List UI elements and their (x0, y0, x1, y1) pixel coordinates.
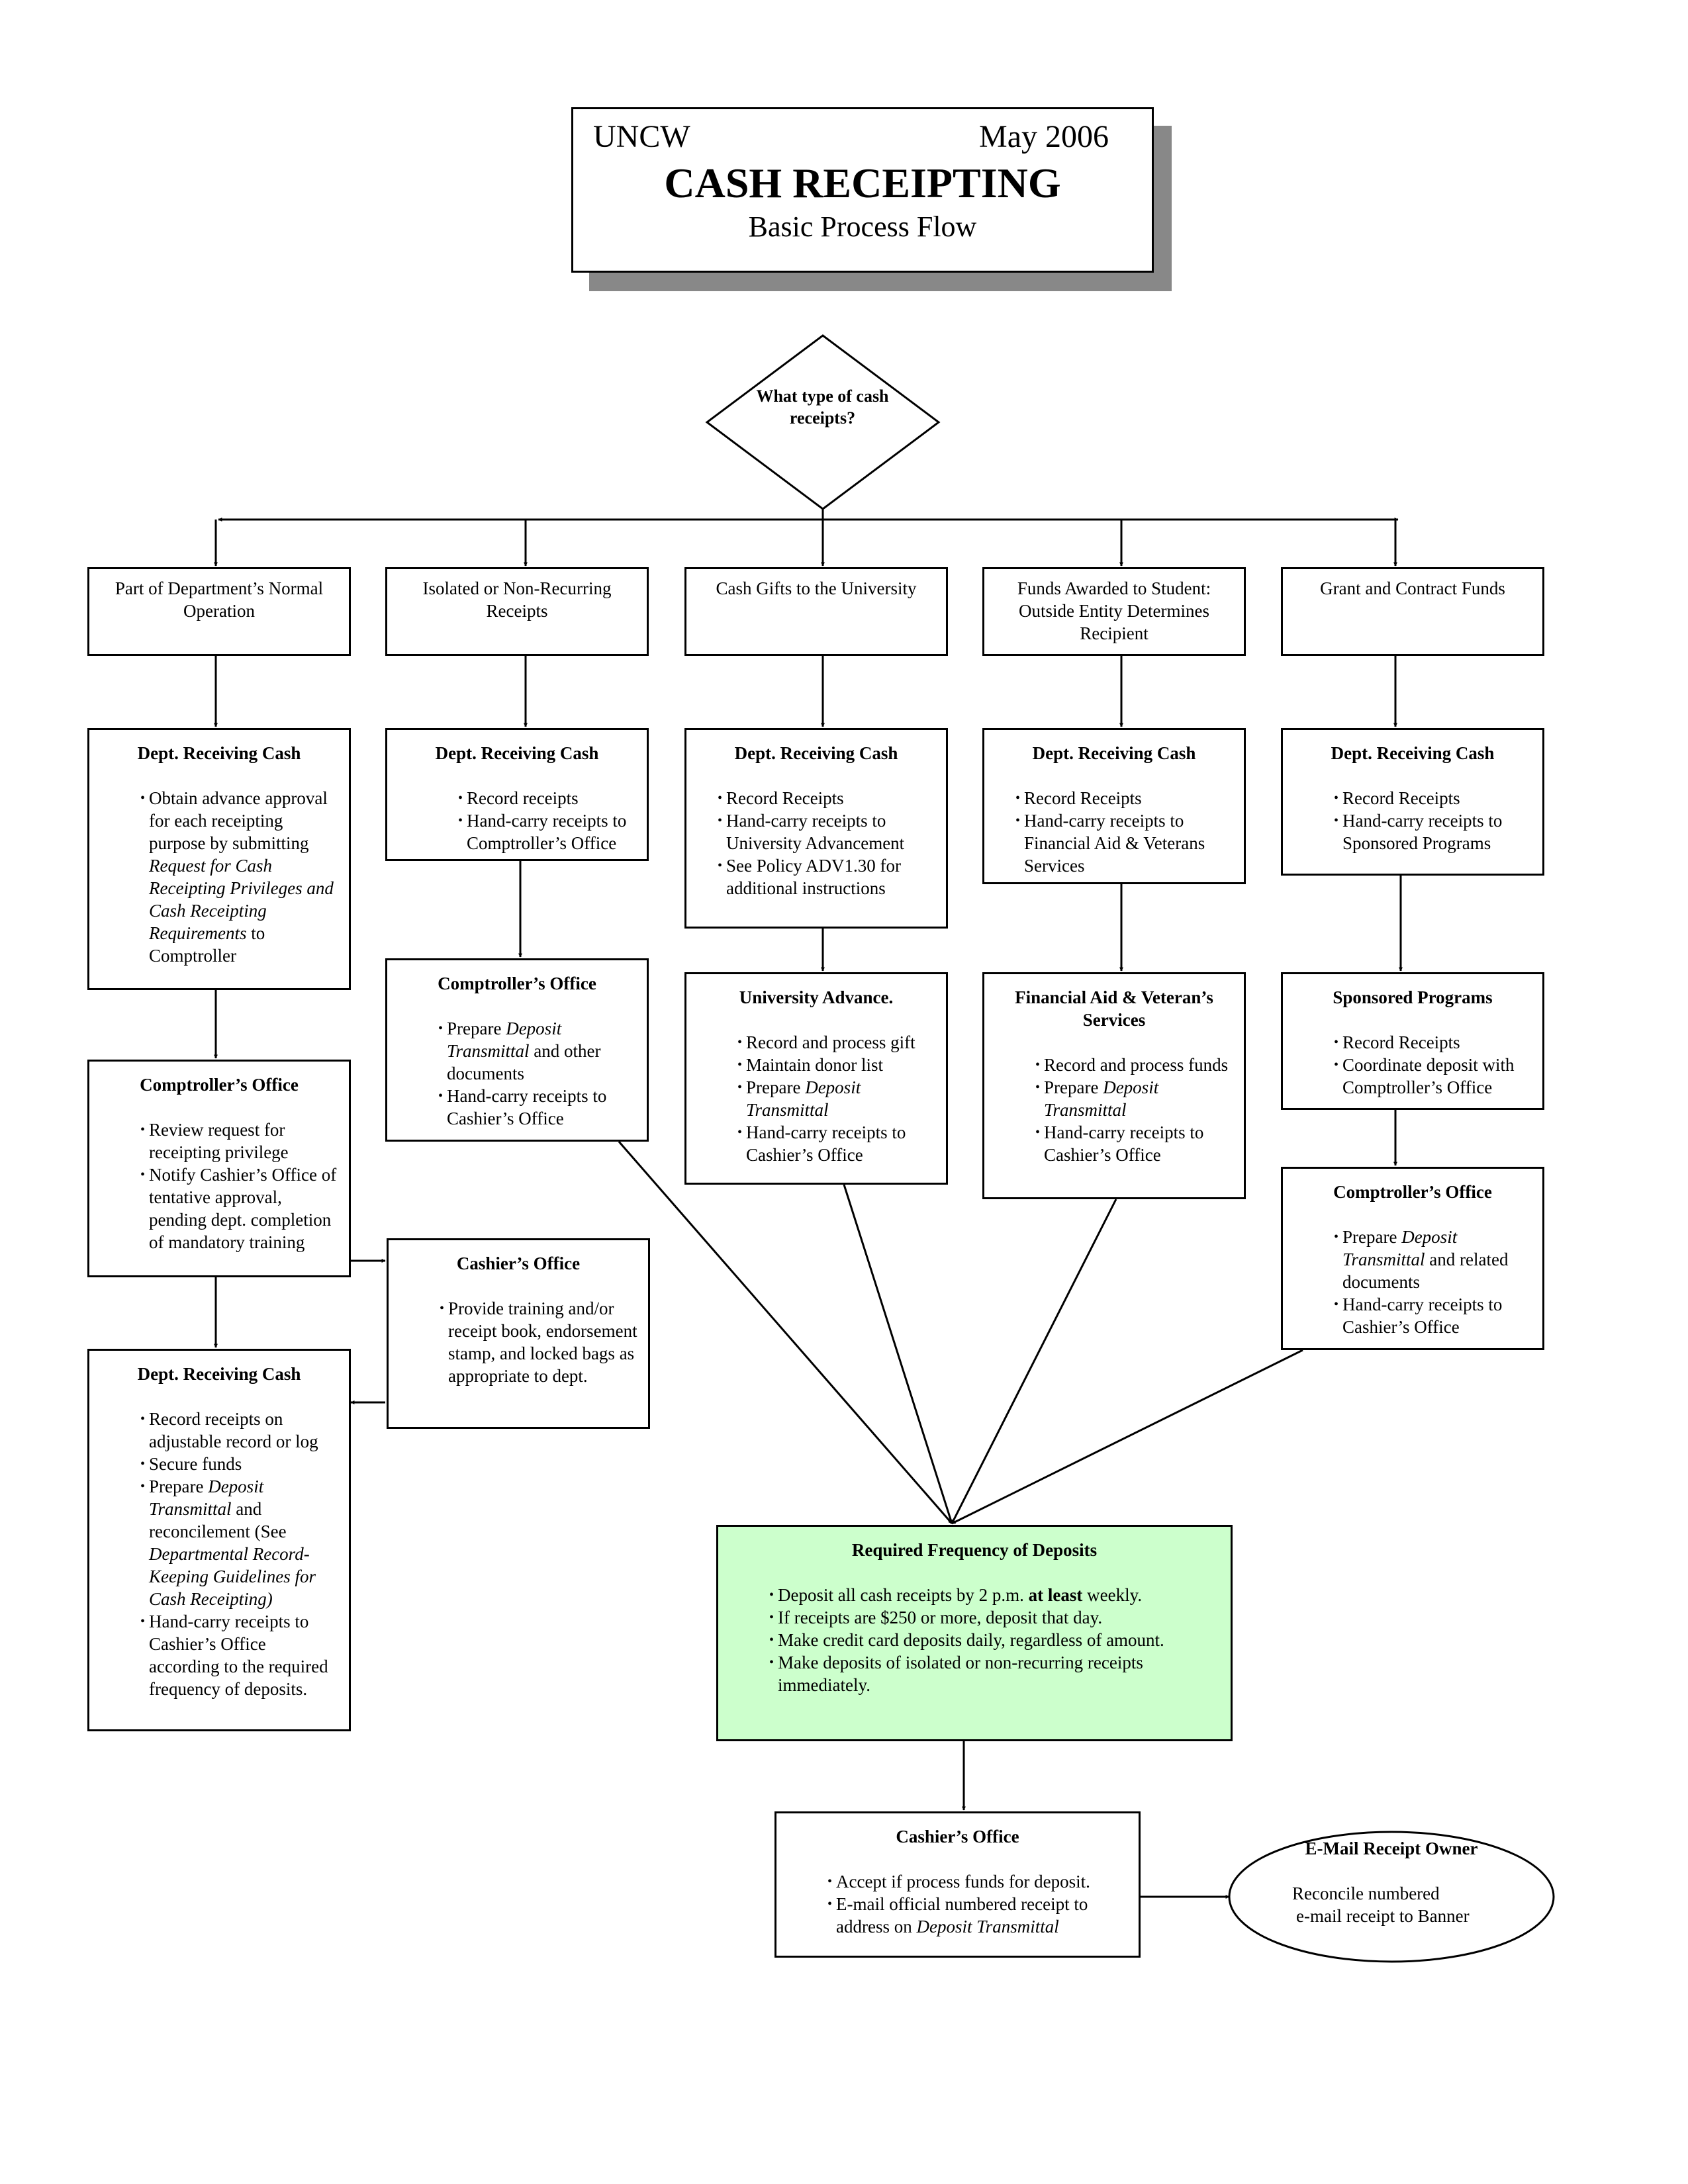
list-item: Deposit all cash receipts by 2 p.m. at l… (769, 1584, 1221, 1606)
col4-dept-receiving-cash-box: Dept. Receiving Cash Record Receipts Han… (982, 728, 1246, 884)
list-item: Record Receipts (1334, 1031, 1533, 1054)
list-item: Hand-carry receipts to Cashier’s Office (737, 1121, 937, 1166)
list-item: Maintain donor list (737, 1054, 937, 1076)
list-item: Coordinate deposit with Comptroller’s Of… (1334, 1054, 1533, 1099)
cashier-office-final-box: Cashier’s Office Accept if process funds… (774, 1811, 1141, 1958)
list-item: If receipts are $250 or more, deposit th… (769, 1606, 1221, 1629)
col3-university-advance-box: University Advance. Record and process g… (684, 972, 948, 1185)
col5-dept-receiving-cash-box: Dept. Receiving Cash Record Receipts Han… (1281, 728, 1544, 876)
col5-comptroller-office-box: Comptroller’s Office Prepare Deposit Tra… (1281, 1167, 1544, 1350)
box-title: Cashier’s Office (896, 1827, 1019, 1846)
box-title: University Advance. (739, 987, 894, 1007)
col2-comptroller-office-box: Comptroller’s Office Prepare Deposit Tra… (385, 958, 649, 1142)
list-item: Record Receipts (718, 787, 937, 809)
box-title: Comptroller’s Office (140, 1075, 299, 1095)
email-ellipse (1228, 1831, 1555, 1963)
list-item: Hand-carry receipts to Sponsored Program… (1334, 809, 1533, 854)
box-title: Cashier’s Office (456, 1253, 581, 1273)
col1-dept-receiving-cash-box: Dept. Receiving Cash Obtain advance appr… (87, 728, 351, 990)
col2-comp-to-freq-arrow (618, 1141, 953, 1524)
list-item: Prepare Deposit Transmittal and other do… (438, 1017, 637, 1085)
list-item: Record Receipts (1015, 787, 1235, 809)
list-item: Notify Cashier’s Office of tentative app… (140, 1163, 340, 1253)
list-item: Hand-carry receipts to Cashier’s Office (1334, 1293, 1533, 1338)
list-item: Hand-carry receipts to Financial Aid & V… (1015, 809, 1235, 877)
category-funds-awarded-to-student: Funds Awarded to Student: Outside Entity… (982, 567, 1246, 656)
category-label: Grant and Contract Funds (1320, 578, 1505, 598)
col4-financial-aid-box: Financial Aid & Veteran’s Services Recor… (982, 972, 1246, 1199)
list-item: See Policy ADV1.30 for additional instru… (718, 854, 937, 899)
cashier-office-training-box: Cashier’s Office Provide training and/or… (387, 1238, 650, 1429)
list-item: Make credit card deposits daily, regardl… (769, 1629, 1221, 1651)
col5-sponsored-programs-box: Sponsored Programs Record Receipts Coord… (1281, 972, 1544, 1110)
box-title: Sponsored Programs (1333, 987, 1493, 1007)
category-isolated-non-recurring: Isolated or Non-Recurring Receipts (385, 567, 649, 656)
box-title: Financial Aid & Veteran’s Services (1015, 987, 1213, 1030)
list-item: Record Receipts (1334, 787, 1533, 809)
list-item: Provide training and/or receipt book, en… (440, 1297, 639, 1387)
list-item: Record and process gift (737, 1031, 937, 1054)
box-title: Comptroller’s Office (438, 974, 596, 993)
category-dept-normal-operation: Part of Department’s Normal Operation (87, 567, 351, 656)
list-item: Hand-carry receipts to University Advanc… (718, 809, 937, 854)
box-title: Required Frequency of Deposits (851, 1540, 1098, 1560)
list-item: E-mail official numbered receipt to addr… (827, 1893, 1129, 1938)
list-item: Prepare Deposit Transmittal (1035, 1076, 1235, 1121)
col3-dept-receiving-cash-box: Dept. Receiving Cash Record Receipts Han… (684, 728, 948, 929)
col2-dept-receiving-cash-box: Dept. Receiving Cash Record receipts Han… (385, 728, 649, 861)
list-item: Record receipts (458, 787, 637, 809)
col1-dept-receiving-cash-box-2: Dept. Receiving Cash Record receipts on … (87, 1349, 351, 1731)
list-item: Hand-carry receipts to Comptroller’s Off… (458, 809, 637, 854)
page-subtitle: Basic Process Flow (748, 210, 977, 243)
category-label: Part of Department’s Normal Operation (115, 578, 324, 621)
list-item: Prepare Deposit Transmittal and related … (1334, 1226, 1533, 1293)
list-item: Hand-carry receipts to Cashier’s Office (1035, 1121, 1235, 1166)
list-item: Hand-carry receipts to Cashier’s Office … (140, 1610, 340, 1700)
box-title: Dept. Receiving Cash (137, 1364, 301, 1384)
document-date: May 2006 (979, 119, 1109, 154)
box-title: Dept. Receiving Cash (734, 743, 898, 763)
category-grant-contract-funds: Grant and Contract Funds (1281, 567, 1544, 656)
box-title: Dept. Receiving Cash (137, 743, 301, 763)
category-label: Isolated or Non-Recurring Receipts (422, 578, 612, 621)
category-cash-gifts: Cash Gifts to the University (684, 567, 948, 656)
list-item: Accept if process funds for deposit. (827, 1870, 1129, 1893)
list-item: Record and process funds (1035, 1054, 1235, 1076)
category-label: Cash Gifts to the University (716, 578, 917, 598)
list-item: Review request for receipting privilege (140, 1118, 340, 1163)
box-title: Dept. Receiving Cash (1331, 743, 1495, 763)
org-name: UNCW (593, 119, 690, 154)
email-title: E-Mail Receipt Owner (1305, 1839, 1478, 1858)
required-frequency-box: Required Frequency of Deposits Deposit a… (716, 1525, 1233, 1741)
col1-comptroller-office-box: Comptroller’s Office Review request for … (87, 1060, 351, 1277)
box-title: Comptroller’s Office (1333, 1182, 1492, 1202)
email-receipt-owner: E-Mail Receipt Owner Reconcile numbered … (1233, 1837, 1550, 1927)
list-item: Make deposits of isolated or non-recurri… (769, 1651, 1221, 1696)
col5-comp-to-freq-arrow (951, 1349, 1303, 1525)
list-item: Hand-carry receipts to Cashier’s Office (438, 1085, 637, 1130)
email-line-2: e-mail receipt to Banner (1296, 1906, 1470, 1926)
title-box: UNCW May 2006 CASH RECEIPTING Basic Proc… (571, 107, 1154, 273)
list-item: Record receipts on adjustable record or … (140, 1408, 340, 1453)
box-title: Dept. Receiving Cash (435, 743, 599, 763)
page-title: CASH RECEIPTING (664, 159, 1061, 206)
box-title: Dept. Receiving Cash (1032, 743, 1196, 763)
col3-adv-to-freq-arrow (843, 1184, 953, 1524)
list-item: Prepare Deposit Transmittal and reconcil… (140, 1475, 340, 1610)
decision-question: What type of cash receipts? (756, 387, 889, 428)
list-item: Secure funds (140, 1453, 340, 1475)
email-line-1: Reconcile numbered (1292, 1884, 1440, 1903)
list-item: Prepare Deposit Transmittal (737, 1076, 937, 1121)
category-label: Funds Awarded to Student: Outside Entity… (1017, 578, 1211, 643)
col4-fa-to-freq-arrow (951, 1199, 1117, 1524)
list-item: Obtain advance approval for each receipt… (140, 787, 340, 967)
